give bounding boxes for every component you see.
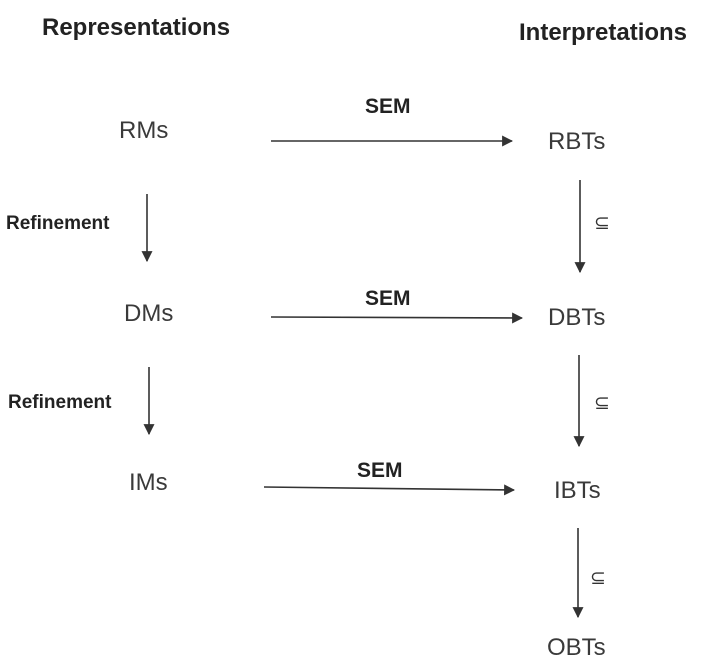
- node-obts: OBTs: [547, 634, 606, 661]
- node-dms: DMs: [124, 300, 174, 327]
- interpretations-header: Interpretations: [519, 19, 688, 46]
- sem-label-3: SEM: [357, 459, 403, 482]
- refinement-label-1: Refinement: [6, 213, 110, 234]
- subset-label-1: ⊆: [594, 213, 610, 234]
- node-ibts: IBTs: [554, 477, 601, 504]
- sem-arrow-3: [263, 484, 516, 496]
- sem-label-1: SEM: [365, 95, 411, 118]
- node-ims: IMs: [129, 469, 168, 496]
- node-rbts: RBTs: [548, 128, 606, 155]
- node-dbts: DBTs: [548, 304, 606, 331]
- subset-label-2: ⊆: [594, 393, 610, 414]
- representations-header: Representations: [42, 14, 231, 41]
- sem-arrow-2: [270, 312, 524, 324]
- refinement-label-2: Refinement: [8, 392, 112, 413]
- subset-label-3: ⊆: [590, 568, 606, 589]
- sem-label-2: SEM: [365, 287, 411, 310]
- node-rms: RMs: [119, 117, 169, 144]
